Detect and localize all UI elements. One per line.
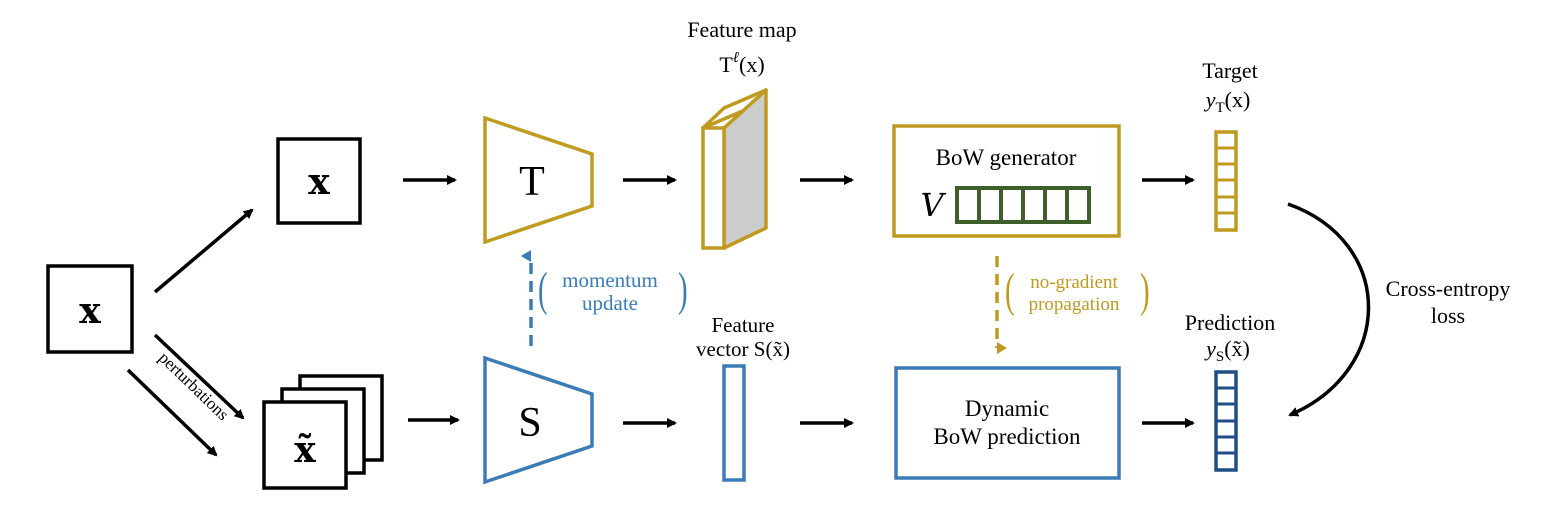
vocab-symbol: V (920, 186, 946, 224)
no-gradient-line1: no-gradient (1030, 272, 1118, 293)
target-expr-base: y (1204, 87, 1216, 112)
no-gradient-paren-close: ) (1140, 264, 1150, 317)
feature-map-title: Feature map (687, 17, 796, 42)
teacher-network (483, 115, 594, 245)
target-expr-sub: T (1215, 100, 1224, 116)
arrow-perturb-2 (126, 368, 218, 457)
feature-map-expr-base: T (719, 52, 733, 77)
arrow-to-x-top (153, 208, 254, 294)
feature-vector-title-1: Feature (712, 313, 775, 337)
prediction-vector (1214, 370, 1238, 472)
arrow-perturb-1 (153, 333, 245, 420)
input-x-box (46, 264, 134, 354)
dynamic-bow-line2: BoW prediction (933, 424, 1081, 449)
feature-vector-title-2: vector S(x̃) (696, 337, 790, 361)
target-expr: yT(x) (1204, 87, 1251, 116)
prediction-title: Prediction (1185, 310, 1275, 335)
no-gradient-paren-open: ( (1005, 264, 1015, 317)
bow-generator-title: BoW generator (936, 145, 1077, 170)
target-title: Target (1202, 58, 1257, 83)
no-gradient-line2: propagation (1029, 294, 1120, 315)
momentum-line2: update (582, 291, 638, 315)
feature-map-front (701, 126, 726, 250)
bow-generator-box (892, 124, 1121, 238)
feature-vector (722, 364, 746, 482)
prediction-expr-sub: S (1216, 349, 1224, 365)
momentum-paren-close: ) (678, 263, 688, 316)
dynamic-bow-box (894, 366, 1121, 480)
perturbations-label: perturbations (155, 348, 233, 424)
target-expr-arg: (x) (1225, 87, 1251, 112)
input-x-top-label: x (308, 161, 330, 203)
prediction-expr-base: y (1204, 336, 1216, 361)
input-x-tilde-label: x̃ (294, 429, 316, 471)
perturbed-stack-front (262, 400, 348, 490)
momentum-line1: momentum (562, 268, 658, 292)
prediction-expr: yS(x̃) (1204, 336, 1250, 365)
momentum-paren-open: ( (538, 263, 548, 316)
cross-entropy-arrow (1287, 202, 1371, 417)
teacher-label: T (519, 159, 545, 205)
student-label: S (518, 400, 541, 446)
input-x-label: x (79, 290, 101, 332)
target-vector (1214, 130, 1238, 232)
vocab-matrix (955, 186, 1091, 224)
loss-line1: Cross-entropy (1386, 276, 1511, 301)
prediction-expr-arg: (x̃) (1224, 336, 1250, 361)
dynamic-bow-line1: Dynamic (965, 396, 1049, 421)
student-network (483, 355, 594, 485)
loss-line2: loss (1431, 303, 1465, 328)
feature-map-expr-arg: (x) (739, 52, 765, 77)
feature-map-expr: Tℓ(x) (719, 50, 764, 77)
input-x-top-box (276, 137, 362, 225)
feature-map-expr-sup: ℓ (733, 50, 739, 66)
